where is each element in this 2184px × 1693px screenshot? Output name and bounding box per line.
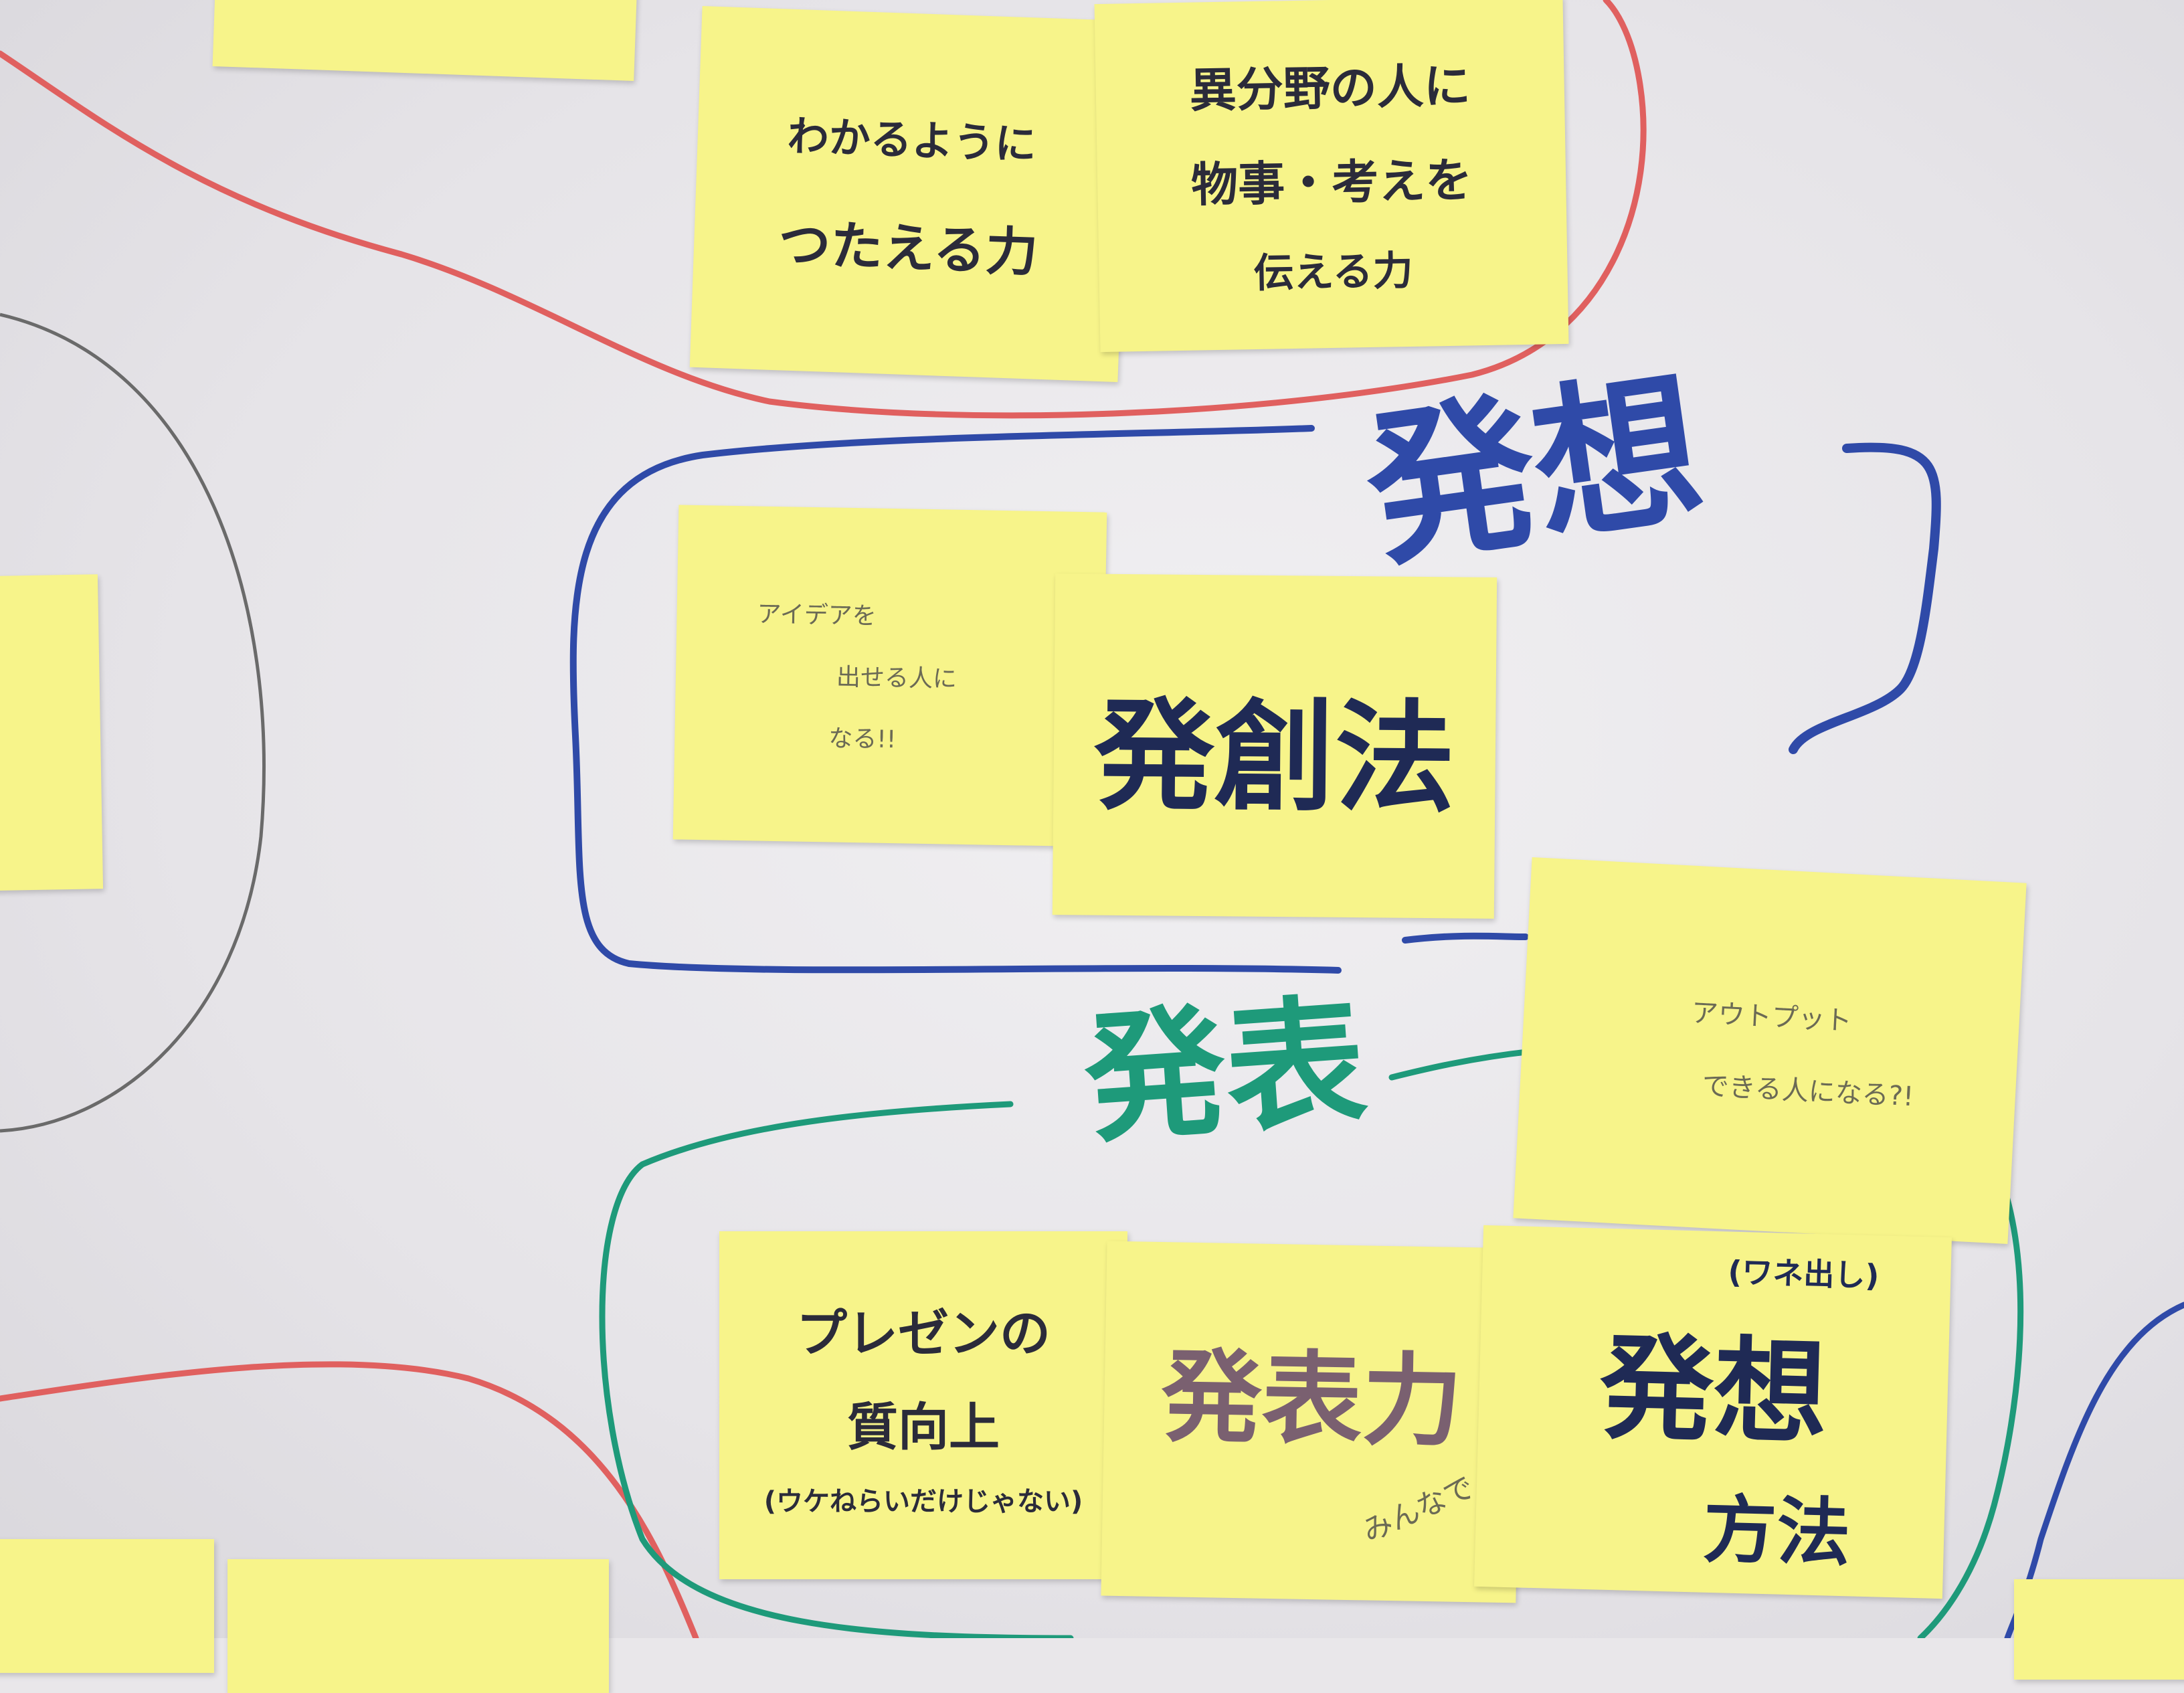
note-text: (ウケねらいだけじゃない) [763, 1486, 1083, 1517]
note-text: 出せる人に [836, 663, 958, 693]
note-text: (ワネ出し) [1727, 1253, 1880, 1294]
note-text: 伝える力 [1253, 247, 1414, 297]
note-text: アウトプット [1690, 997, 1853, 1037]
green-loop [599, 1047, 1542, 1638]
pencil-circle [0, 313, 266, 1133]
sticky-note-partial-bottom-right [2014, 1579, 2184, 1680]
note-text: つたえる力 [777, 214, 1039, 284]
note-text: 発表力 [1160, 1338, 1464, 1461]
note-text: 物事・考えを [1190, 152, 1473, 213]
note-text: アイデアを [757, 600, 877, 630]
sticky-note-ibunya: 異分野の人に 物事・考えを 伝える力 [1094, 0, 1569, 353]
sticky-note-wakaru: わかるように つたえる力 [689, 5, 1131, 383]
note-text: 質向上 [847, 1397, 1000, 1457]
sticky-note-presen: プレゼンの 質向上 (ウケねらいだけじゃない) [719, 1231, 1127, 1579]
blue-loop [569, 425, 1342, 974]
red-loop-top [0, 0, 1647, 419]
note-text: 異分野の人に [1189, 58, 1471, 118]
green-loop-right [1917, 1174, 2024, 1638]
sticky-note-idea: アイデアを 出せる人に なる!! [672, 505, 1107, 847]
red-curve-bottom [0, 1361, 699, 1638]
label-hassou: 発想 [1355, 351, 1714, 591]
sticky-note-happyouryoku: 発表力 みんなで [1101, 1241, 1522, 1603]
sticky-note-output: アウトプット できる人になる?! [1513, 857, 2027, 1244]
blue-loop-end [1402, 932, 1529, 944]
blue-bracket [1789, 442, 1941, 754]
note-text: 発創法 [1093, 686, 1456, 829]
note-text: 方法 [1702, 1486, 1851, 1577]
label-happyou: 発表 [1079, 979, 1372, 1163]
sticky-note-partial-bottom-left-2 [227, 1559, 609, 1693]
sticky-note-partial-left [0, 574, 104, 891]
sticky-note-partial-bottom-left-1 [0, 1539, 214, 1673]
sticky-note-hassouhouhou: (ワネ出し) 発想 方法 [1474, 1225, 1952, 1599]
note-text: なる!! [828, 725, 897, 754]
note-text: できる人になる?! [1701, 1070, 1915, 1113]
note-text: 発想 [1598, 1322, 1829, 1461]
note-text: みんなで [1357, 1469, 1479, 1549]
note-text: プレゼンの [796, 1304, 1051, 1363]
sticky-note-hassouhou: 発創法 [1052, 573, 1497, 919]
note-text: わかるように [786, 111, 1037, 169]
